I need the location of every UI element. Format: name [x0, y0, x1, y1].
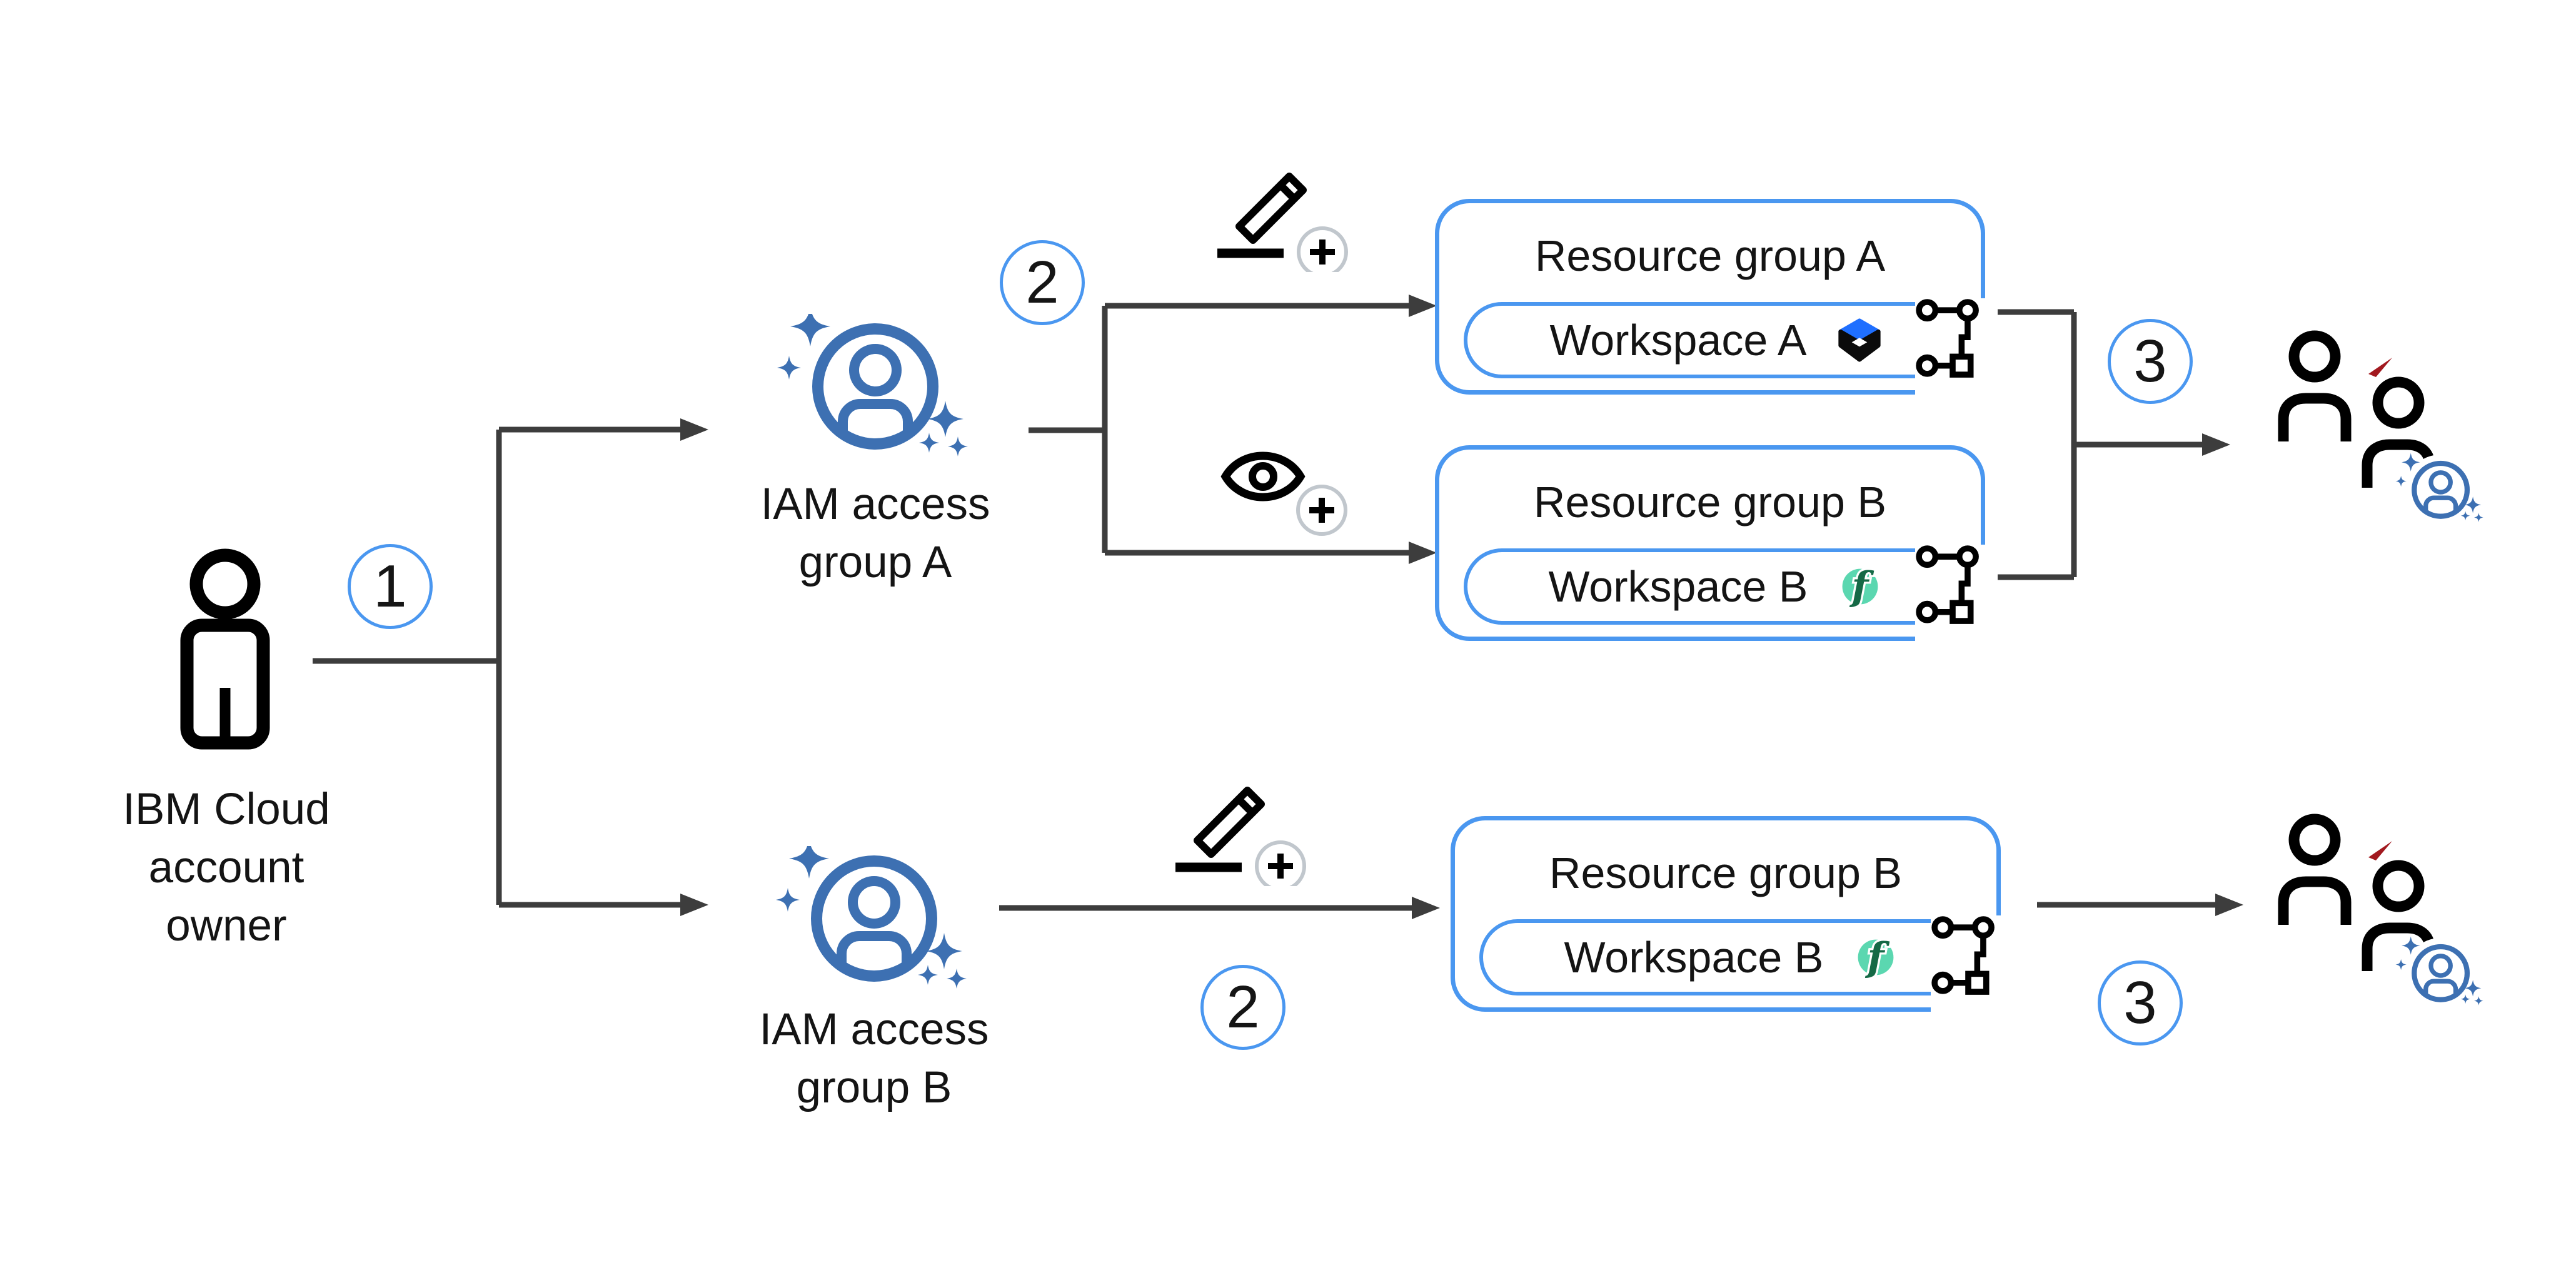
- step-3-badge-top: 3: [2108, 319, 2193, 404]
- step-3-badge-bottom: 3: [2098, 960, 2183, 1046]
- resource-group-b-bottom-box: Resource group B Workspace B: [1451, 816, 2001, 1012]
- label-line: IBM Cloud: [123, 785, 330, 834]
- label-line: IAM access: [759, 1005, 989, 1054]
- resource-group-b-top-title: Resource group B: [1533, 478, 1887, 527]
- person-icon: [170, 539, 283, 755]
- label-line: IAM access: [760, 480, 990, 529]
- step-number: 3: [2133, 328, 2167, 395]
- label-line: account: [148, 843, 304, 892]
- flow-icon: [1915, 298, 1990, 397]
- functions-icon: [1838, 564, 1883, 609]
- step-number: 3: [2123, 969, 2157, 1036]
- workspace-b-label: Workspace B: [1564, 933, 1824, 982]
- flow-icon: [1931, 915, 2006, 1014]
- resource-group-b-top-box: Resource group B Workspace B: [1435, 445, 1985, 641]
- label-line: group A: [798, 538, 952, 587]
- watsonx-cube-icon: [1837, 318, 1882, 363]
- users-group-icon: [2276, 325, 2488, 532]
- label-line: group B: [796, 1063, 952, 1112]
- step-1-badge: 1: [348, 544, 433, 629]
- step-2-badge-bottom: 2: [1200, 965, 1285, 1050]
- resource-group-a-title: Resource group A: [1534, 231, 1886, 280]
- account-owner-label: IBM Cloud account owner: [70, 780, 383, 955]
- label-line: owner: [166, 901, 287, 950]
- iam-group-b-label: IAM access group B: [721, 1000, 1027, 1117]
- step-number: 1: [373, 553, 407, 620]
- step-number: 2: [1226, 974, 1260, 1041]
- user-sparkle-icon: [774, 846, 974, 996]
- flow-icon: [1915, 545, 1990, 643]
- users-group-icon: [2276, 809, 2488, 1015]
- step-number: 2: [1025, 249, 1059, 316]
- view-add-icon: [1218, 438, 1368, 544]
- functions-icon: [1853, 935, 1898, 980]
- workspace-b-label: Workspace B: [1548, 562, 1808, 611]
- arrowheads: [680, 295, 2243, 919]
- workspace-b-top-pill: Workspace B: [1464, 548, 1968, 625]
- workspace-b-bottom-pill: Workspace B: [1479, 919, 1983, 995]
- step-2-badge-top: 2: [1000, 240, 1085, 325]
- edit-add-icon: [1210, 159, 1360, 272]
- iam-group-a-label: IAM access group A: [722, 475, 1029, 592]
- user-sparkle-icon: [775, 314, 975, 464]
- workspace-a-label: Workspace A: [1549, 316, 1807, 365]
- edit-add-icon: [1168, 774, 1318, 886]
- resource-group-b-bottom-title: Resource group B: [1549, 849, 1903, 897]
- resource-group-a-box: Resource group A Workspace A: [1435, 199, 1985, 395]
- workspace-a-pill: Workspace A: [1464, 302, 1968, 378]
